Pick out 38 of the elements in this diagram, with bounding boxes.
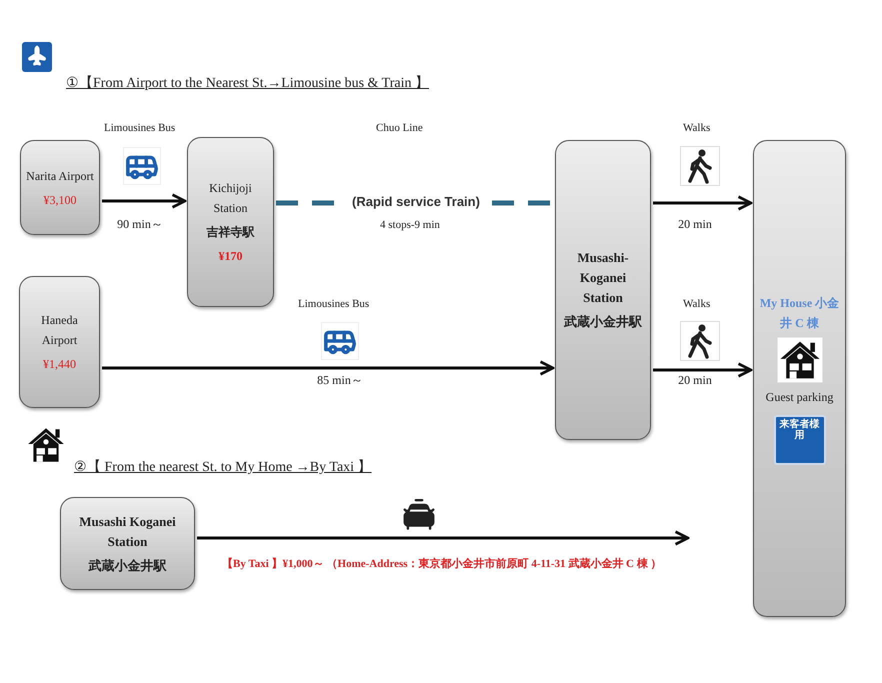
airport-box	[19, 276, 100, 408]
parking-label: Guest parking	[766, 388, 834, 406]
station-box	[60, 497, 195, 590]
station-box	[187, 137, 274, 307]
arrow	[197, 530, 690, 546]
station-name: 武蔵小金井駅	[88, 556, 166, 574]
station-name: Musashi-Koganei Station	[576, 249, 630, 307]
duration-label: 20 min	[677, 372, 713, 388]
house-box	[753, 140, 846, 617]
price-label: ¥3,100	[44, 192, 76, 208]
station-name: 武蔵小金井駅	[564, 313, 642, 331]
parking-sign-caption: 来客者様用	[778, 418, 820, 440]
transport-label: Walks	[683, 297, 710, 312]
price-label: ¥1,440	[43, 356, 76, 373]
price-label: ¥170	[218, 248, 242, 265]
duration-label: 85 min～	[316, 372, 364, 388]
station-box	[555, 140, 651, 440]
transport-label: Chuo Line	[376, 121, 423, 136]
airport-box	[20, 140, 100, 235]
duration-label: 90 min～	[116, 216, 164, 232]
section-heading: ①【From Airport to the Nearest St.→Limousine bus & Train 】	[66, 76, 429, 92]
station-name: 吉祥寺駅	[206, 224, 254, 241]
house-name: My House 小金井 C 棟	[758, 294, 840, 332]
station-name: Kichijoji Station	[208, 180, 253, 217]
taxi-fare-label: 【By Taxi 】¥1,000～ （Home-Address：東京都小金井市前原町 4-11-31 武蔵小金井 C 棟 ）	[222, 556, 663, 572]
duration-label: 20 min	[677, 216, 713, 232]
transport-label: Limousines Bus	[104, 121, 176, 136]
transport-label: Limousines Bus	[298, 297, 370, 312]
transport-label: Walks	[683, 121, 710, 136]
section-heading: ②【 From the nearest St. to My Home →By Taxi 】	[74, 460, 372, 476]
station-name: Narita Airport	[26, 168, 94, 184]
station-name: Musashi Koganei Station	[78, 512, 177, 550]
arrow	[653, 195, 752, 211]
arrow	[653, 362, 752, 378]
arrow	[102, 193, 186, 209]
stops-label: 4 stops-9 min	[380, 218, 440, 233]
arrow	[102, 360, 554, 376]
station-name: Haneda Airport	[40, 312, 79, 349]
